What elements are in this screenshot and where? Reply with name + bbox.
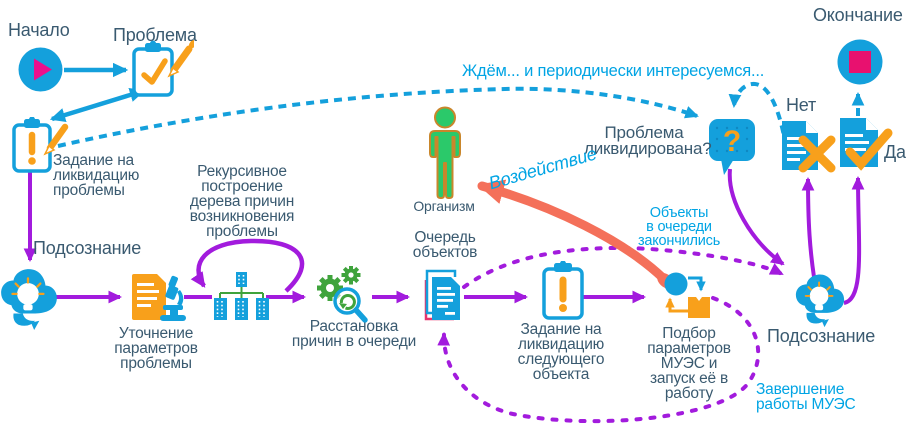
- clipboard-exclamation-icon-2: [542, 261, 584, 320]
- label-queue-empty: Объекты в очереди закончились: [637, 205, 721, 250]
- x-icon: [798, 135, 836, 173]
- label-subconscious-1: Подсознание: [33, 238, 142, 258]
- brain-icon-2: [795, 274, 845, 328]
- label-task-object: Задание на ликвидацию следующего объекта: [517, 321, 605, 384]
- label-problem: Проблема: [113, 25, 197, 45]
- play-icon: [18, 47, 63, 92]
- person-icon: [429, 106, 461, 199]
- swap-icon: [664, 272, 710, 318]
- gears-search-icon: [317, 266, 368, 323]
- document-no-icon: [782, 121, 836, 173]
- label-queue: Очередь объектов: [412, 229, 478, 262]
- document-stack-icon: [424, 269, 460, 321]
- clipboard-check-icon: [132, 40, 194, 97]
- label-start: Начало: [8, 20, 70, 40]
- edge-impact: [477, 179, 668, 283]
- edge-queue-empty-subconscious2: [462, 246, 784, 289]
- stop-icon: [837, 39, 883, 85]
- label-yes: Да: [884, 142, 906, 162]
- check-icon: [845, 128, 893, 171]
- edge-problem-task: [49, 87, 146, 123]
- label-task-problem: Задание на ликвидацию проблемы: [53, 152, 140, 200]
- label-question: Проблема ликвидирована?: [584, 123, 712, 159]
- label-no: Нет: [786, 95, 817, 115]
- label-subconscious-2: Подсознание: [767, 326, 876, 346]
- edge-subconscious2-yes: [843, 176, 865, 305]
- question-mark: ?: [723, 125, 741, 158]
- question-bubble-icon: ?: [709, 119, 755, 175]
- brain-icon: [1, 269, 57, 330]
- edge-mues-loop-queue: [437, 296, 761, 424]
- edge-subconscious2-no: [801, 177, 816, 278]
- label-recursive: Рекурсивное построение дерева причин воз…: [189, 163, 295, 241]
- label-arrange: Расстановка причин в очереди: [291, 318, 417, 351]
- label-mues-finish: Завершение работы МУЭС: [756, 381, 856, 414]
- label-end: Окончание: [813, 5, 903, 25]
- edge-question-subconscious2: [727, 168, 785, 266]
- label-refine: Уточнение параметров проблемы: [114, 325, 198, 373]
- document-microscope-icon: [132, 274, 186, 321]
- document-yes-icon: [840, 118, 893, 171]
- edge-recursion-loop: [190, 238, 305, 293]
- label-wait: Ждём... и периодически интересуемся...: [462, 62, 765, 80]
- label-organism: Организм: [413, 198, 475, 214]
- edge-no-question: [728, 81, 788, 148]
- label-mues: Подбор параметров МУЭС и запуск её в раб…: [647, 325, 731, 403]
- tree-icon: [214, 272, 269, 320]
- clipboard-exclamation-icon: [12, 117, 69, 173]
